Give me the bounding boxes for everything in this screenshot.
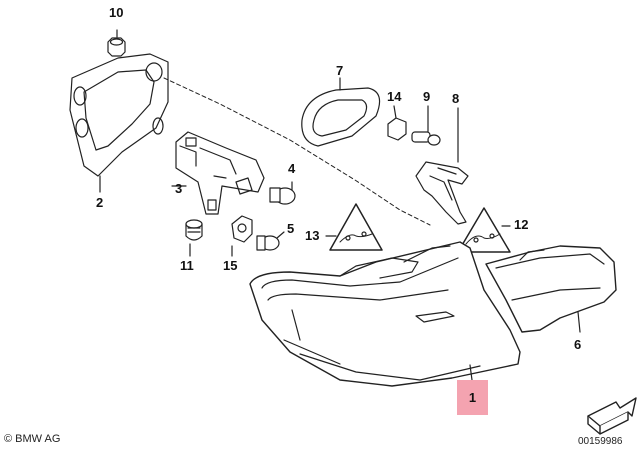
callout-7[interactable]: 7 [336, 63, 344, 78]
warning-triangle-12 [457, 207, 511, 253]
callout-11[interactable]: 11 [180, 258, 194, 273]
part-3-bulb-holder [171, 131, 265, 215]
callout-6[interactable]: 6 [574, 337, 582, 352]
callout-9[interactable]: 9 [423, 89, 431, 104]
part-10-nut [107, 29, 126, 57]
part-7-seal [301, 77, 381, 147]
callout-10[interactable]: 10 [109, 5, 124, 20]
part-8-clip [415, 107, 469, 225]
part-11-grommet [185, 219, 203, 257]
copyright-text: © BMW AG [4, 433, 61, 445]
part-4-bulb [269, 181, 296, 205]
arrow-nav-icon[interactable] [586, 394, 638, 436]
part-14-clip [387, 105, 407, 141]
callout-12[interactable]: 12 [514, 217, 529, 232]
callout-13[interactable]: 13 [305, 228, 320, 243]
part-2-gasket [69, 53, 169, 193]
warning-triangle-13 [325, 203, 383, 251]
callout-8[interactable]: 8 [452, 91, 460, 106]
part-6-inner-lens [485, 245, 617, 333]
callout-1[interactable]: 1 [468, 390, 477, 405]
callout-1-highlight[interactable]: 1 [457, 380, 488, 415]
callout-15[interactable]: 15 [223, 258, 238, 273]
part-1-tail-light [249, 241, 521, 387]
part-15-socket [231, 215, 253, 257]
callout-14[interactable]: 14 [387, 89, 402, 104]
callout-3[interactable]: 3 [175, 181, 183, 196]
callout-4[interactable]: 4 [288, 161, 296, 176]
part-5-bulb [256, 231, 285, 251]
document-number: 00159986 [578, 436, 623, 447]
part-9-bulb [411, 105, 441, 146]
callout-5[interactable]: 5 [287, 221, 295, 236]
callout-2[interactable]: 2 [96, 195, 104, 210]
